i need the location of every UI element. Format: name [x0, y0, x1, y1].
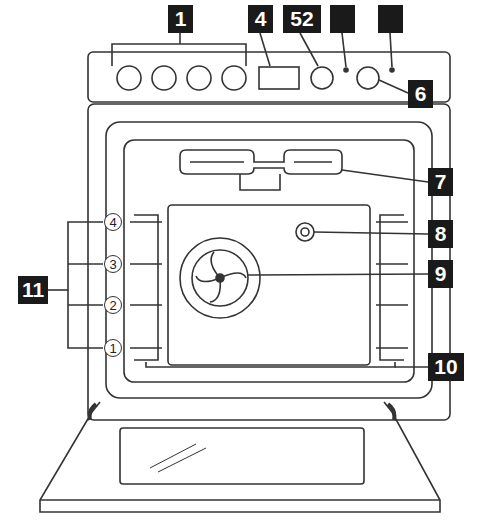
leader-line: [260, 33, 270, 66]
shelf-frame: [134, 215, 158, 360]
indicator-lamp: [344, 68, 348, 72]
fan-hub: [216, 274, 224, 282]
shelf-level-number: 1: [104, 339, 122, 357]
rear-panel: [168, 205, 370, 365]
callout-number: 8: [428, 220, 453, 248]
callout-number: 6: [408, 80, 433, 108]
display: [259, 67, 299, 89]
shelf-frame: [380, 215, 404, 360]
fan-cover: [180, 238, 260, 318]
fan-blade: [196, 252, 246, 302]
bracket: [112, 44, 246, 66]
function-knob: [311, 67, 333, 89]
leader-line: [342, 170, 428, 182]
shelf-level-number: 4: [104, 213, 122, 231]
oven-lamp: [296, 223, 314, 241]
leader-line: [314, 232, 428, 234]
indicator-lamp: [390, 68, 394, 72]
callout-number: 9: [428, 260, 453, 288]
oven-lamp: [301, 228, 309, 236]
shelf-level-number: 3: [104, 255, 122, 273]
leader-line: [248, 274, 428, 275]
oven-opening: [106, 122, 432, 398]
door-window: [120, 428, 364, 484]
oven-door: [40, 402, 440, 512]
callout-number: 52: [283, 5, 321, 33]
oven-body: [88, 104, 450, 420]
bracket: [68, 222, 103, 348]
leader-line: [395, 366, 428, 368]
leader-line: [379, 80, 408, 93]
callout-number: 1: [168, 5, 193, 33]
oven-door: [40, 499, 440, 501]
shelf-level-number: 2: [104, 296, 122, 314]
callout-number: 7: [428, 168, 453, 196]
leader-line: [68, 263, 103, 265]
callout-number: 4: [248, 5, 273, 33]
hob-knob: [222, 66, 246, 90]
fan: [192, 250, 248, 306]
leader-line: [45, 289, 68, 291]
temperature-knob: [357, 67, 379, 89]
grill-element: [190, 162, 332, 190]
hob-knob: [152, 66, 176, 90]
hob-knob: [117, 66, 141, 90]
leader-line: [68, 304, 103, 306]
leader-line: [390, 33, 392, 67]
hob-knob: [187, 66, 211, 90]
callout-box: [330, 5, 355, 33]
callout-box: [378, 5, 403, 33]
leader-line: [342, 33, 346, 67]
oven-cavity: [124, 140, 414, 382]
glass-reflection: [150, 444, 206, 472]
bracket: [146, 362, 395, 367]
callout-number: 10: [428, 353, 464, 381]
callout-number: 11: [18, 276, 48, 304]
leader-line: [179, 33, 181, 44]
leader-line: [300, 33, 318, 66]
control-panel: [88, 52, 450, 102]
door-hinge: [90, 404, 395, 420]
